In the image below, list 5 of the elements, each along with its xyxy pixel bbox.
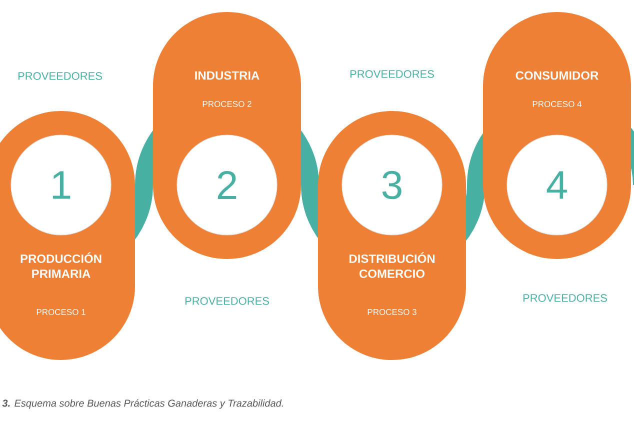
supplier-label: PROVEEDORES: [350, 70, 434, 78]
supplier-label: PROVEEDORES: [18, 72, 102, 80]
supplier-label: PROVEEDORES: [523, 294, 607, 302]
caption: 3. Esquema sobre Buenas Prácticas Ganaderas y Trazabilidad.: [2, 399, 283, 409]
supplier-label: PROVEEDORES: [185, 297, 269, 305]
